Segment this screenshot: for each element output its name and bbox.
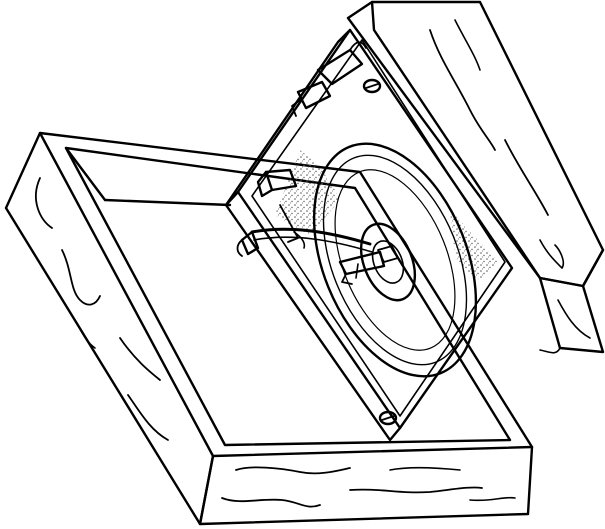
screw-upper [362, 78, 382, 94]
arm-bracket-lower [256, 168, 306, 249]
screw-lower [378, 410, 398, 426]
case-base [4, 131, 534, 526]
arm-bracket-upper [291, 41, 367, 117]
tone-arm [236, 227, 386, 285]
mounting-plate [224, 28, 514, 442]
case-lid [346, 0, 605, 354]
